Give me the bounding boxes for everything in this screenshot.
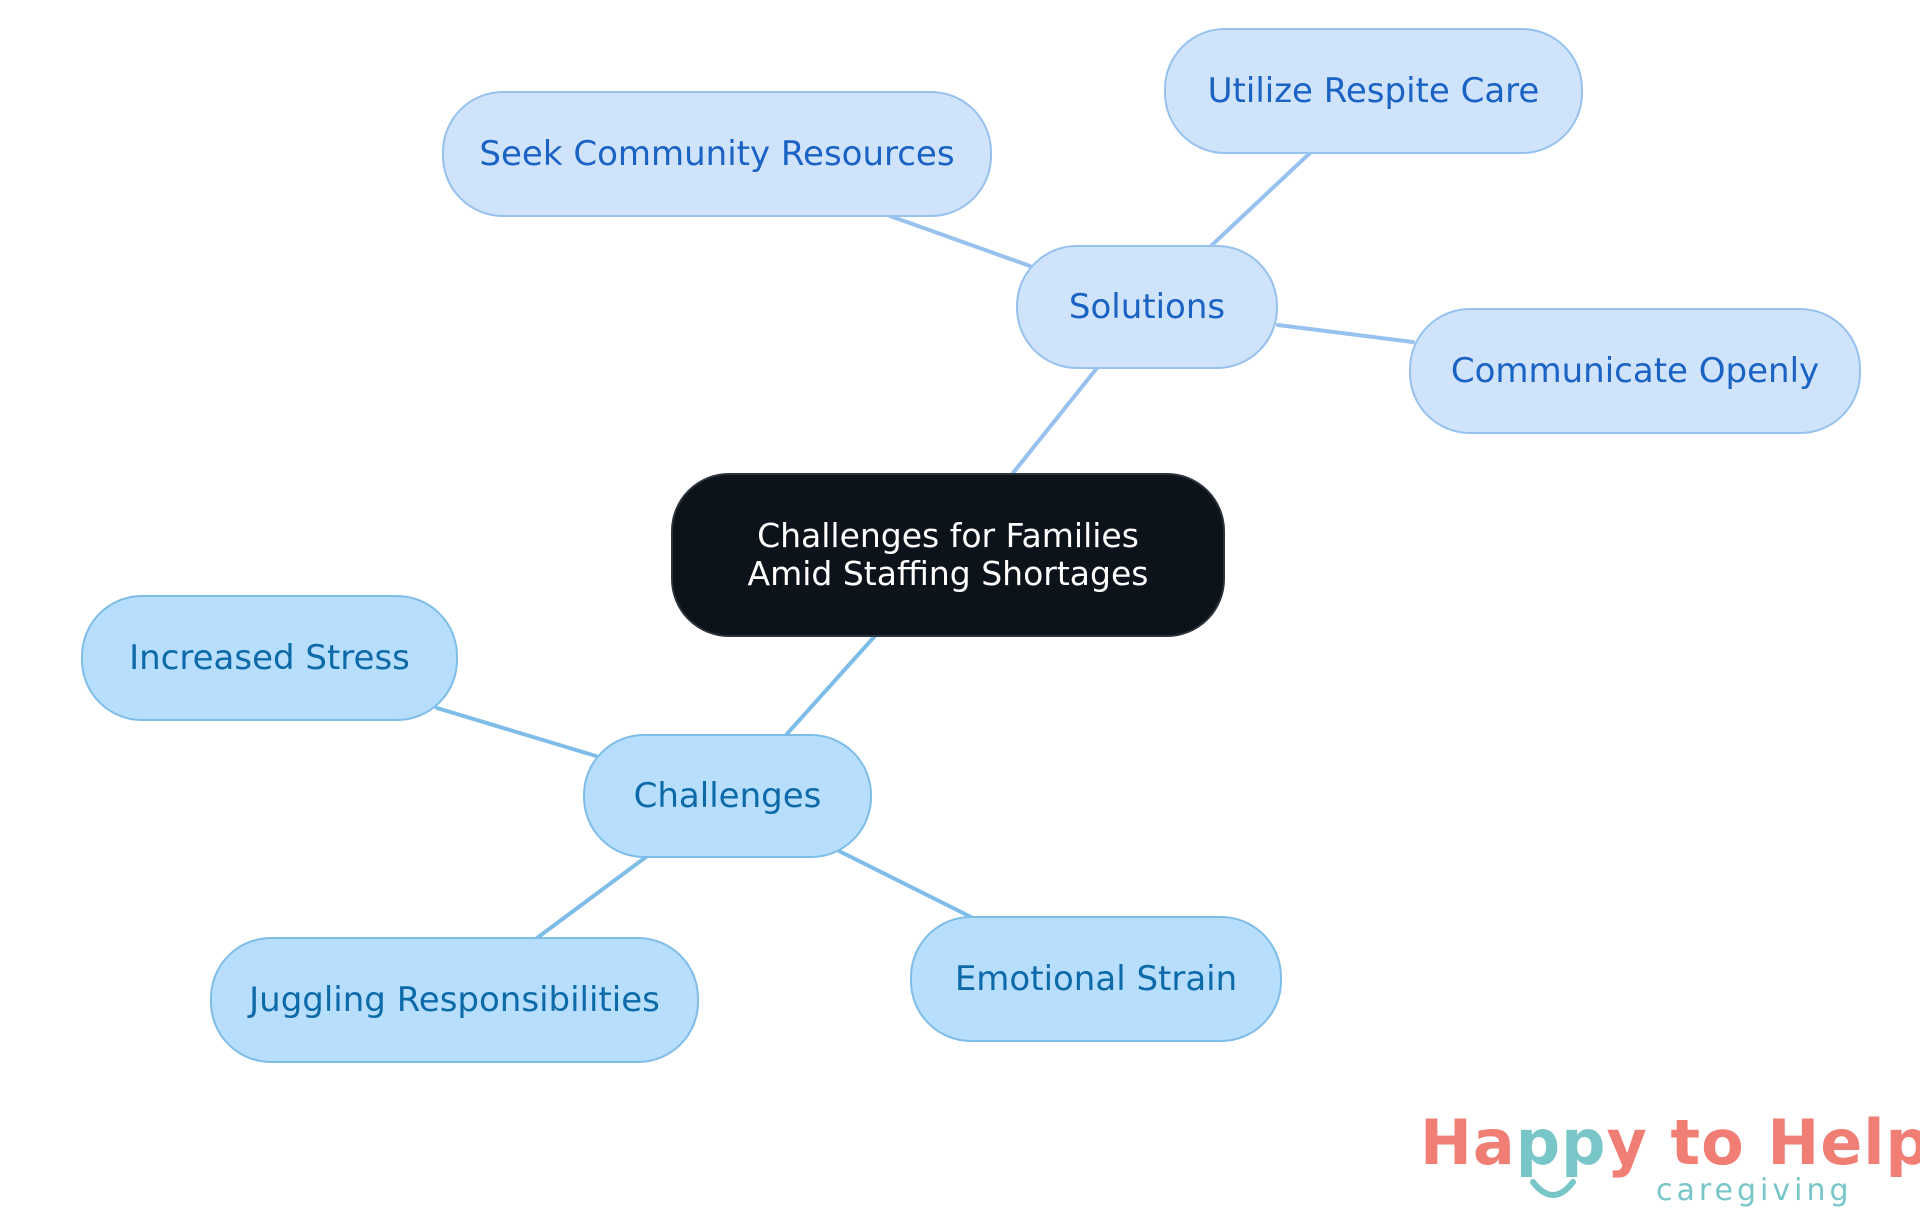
- branch-node-solutions: Solutions: [1016, 245, 1278, 369]
- root-topic-label: Challenges for Families Amid Staffing Sh…: [747, 516, 1149, 593]
- branch-label-challenges: Challenges: [633, 776, 822, 816]
- leaf-node-utilize-respite-care: Utilize Respite Care: [1164, 28, 1583, 154]
- edge-solutions-respite: [1210, 151, 1312, 247]
- leaf-node-increased-stress: Increased Stress: [81, 595, 458, 721]
- edge-challenges-juggling: [535, 855, 648, 940]
- smile-icon: [1530, 1179, 1576, 1198]
- leaf-node-seek-community-resources: Seek Community Resources: [442, 91, 992, 217]
- root-topic-node: Challenges for Families Amid Staffing Sh…: [671, 473, 1225, 637]
- branch-label-solutions: Solutions: [1068, 287, 1226, 327]
- logo-wordmark: Happy to Help: [1420, 1106, 1920, 1179]
- leaf-label-seek-community-resources: Seek Community Resources: [479, 134, 955, 174]
- logo-tagline: caregiving: [1656, 1173, 1853, 1208]
- leaf-label-emotional-strain: Emotional Strain: [954, 959, 1238, 999]
- happy-to-help-caregiving-logo: Happy to Help caregiving: [1420, 1108, 1920, 1208]
- leaf-label-increased-stress: Increased Stress: [129, 638, 410, 678]
- edge-solutions-communicate: [1276, 323, 1415, 344]
- edge-root-solutions: [1011, 366, 1099, 475]
- leaf-node-communicate-openly: Communicate Openly: [1409, 308, 1861, 434]
- edge-root-challenges: [784, 635, 876, 737]
- leaf-node-emotional-strain: Emotional Strain: [910, 916, 1282, 1042]
- leaf-label-communicate-openly: Communicate Openly: [1450, 351, 1820, 391]
- edge-challenges-emotional: [837, 849, 977, 921]
- edge-solutions-community: [888, 214, 1032, 268]
- branch-node-challenges: Challenges: [583, 734, 872, 858]
- leaf-label-juggling-responsibilities: Juggling Responsibilities: [249, 980, 660, 1020]
- leaf-node-juggling-responsibilities: Juggling Responsibilities: [210, 937, 699, 1063]
- leaf-label-utilize-respite-care: Utilize Respite Care: [1207, 71, 1540, 111]
- edge-challenges-stress: [435, 706, 598, 758]
